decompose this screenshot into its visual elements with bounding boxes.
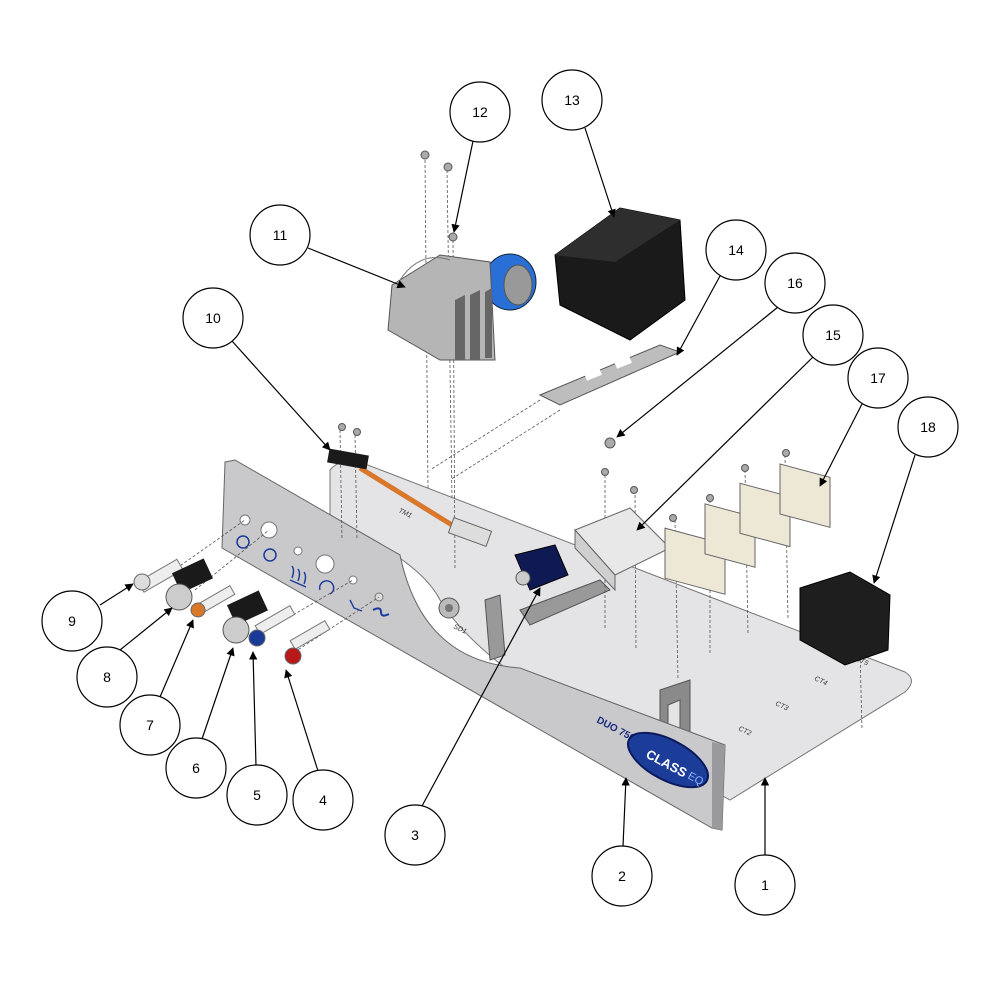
plate-nut xyxy=(438,597,460,619)
callout-13: 13 xyxy=(541,69,603,131)
svg-text:9: 9 xyxy=(68,613,76,629)
svg-text:2: 2 xyxy=(618,868,626,884)
terminal-block xyxy=(574,507,671,592)
circuit-breaker xyxy=(799,571,891,666)
callout-7: 7 xyxy=(119,694,181,756)
label-ct2: CT2 xyxy=(737,725,752,737)
svg-text:6: 6 xyxy=(192,760,200,776)
callout-9: 9 xyxy=(41,590,103,652)
callout-2: 2 xyxy=(591,845,653,907)
callout-12: 12 xyxy=(449,81,511,143)
svg-text:1: 1 xyxy=(761,877,769,893)
svg-text:16: 16 xyxy=(787,275,803,291)
svg-text:10: 10 xyxy=(205,310,221,326)
svg-text:8: 8 xyxy=(103,669,111,685)
svg-text:15: 15 xyxy=(825,327,841,343)
callout-8: 8 xyxy=(76,646,138,708)
label-ct5: CT5 xyxy=(854,655,869,667)
front-panel: DUO 750 CLASS EQ xyxy=(221,459,726,831)
callout-14: 14 xyxy=(705,219,767,281)
door-switch xyxy=(514,544,569,591)
svg-text:12: 12 xyxy=(472,104,488,120)
callout-15: 15 xyxy=(802,304,864,366)
svg-text:5: 5 xyxy=(253,787,261,803)
cable-harness xyxy=(327,448,493,547)
callout-18: 18 xyxy=(897,396,959,458)
svg-text:7: 7 xyxy=(146,717,154,733)
callout-4: 4 xyxy=(292,769,354,831)
timer-switch xyxy=(387,253,537,361)
callout-11: 11 xyxy=(249,204,311,266)
callout-6: 6 xyxy=(165,737,227,799)
fasteners xyxy=(338,150,790,522)
callout-5: 5 xyxy=(226,764,288,826)
panel-components xyxy=(133,558,331,665)
svg-text:17: 17 xyxy=(870,370,886,386)
callout-16: 16 xyxy=(764,252,826,314)
mounting-bracket xyxy=(538,344,682,406)
callout-3: 3 xyxy=(384,804,446,866)
contactor-relays xyxy=(664,463,831,595)
svg-text:3: 3 xyxy=(411,827,419,843)
label-ct3: CT3 xyxy=(774,700,789,712)
svg-text:11: 11 xyxy=(273,227,288,243)
svg-text:4: 4 xyxy=(319,792,327,808)
callout-10: 10 xyxy=(182,287,244,349)
svg-text:18: 18 xyxy=(920,419,936,435)
callout-1: 1 xyxy=(734,854,796,916)
leader-lines xyxy=(99,127,916,855)
svg-text:14: 14 xyxy=(728,242,744,258)
controller-module xyxy=(554,207,686,341)
label-ct4: CT4 xyxy=(813,675,828,687)
callout-17: 17 xyxy=(847,347,909,409)
svg-text:13: 13 xyxy=(564,92,580,108)
